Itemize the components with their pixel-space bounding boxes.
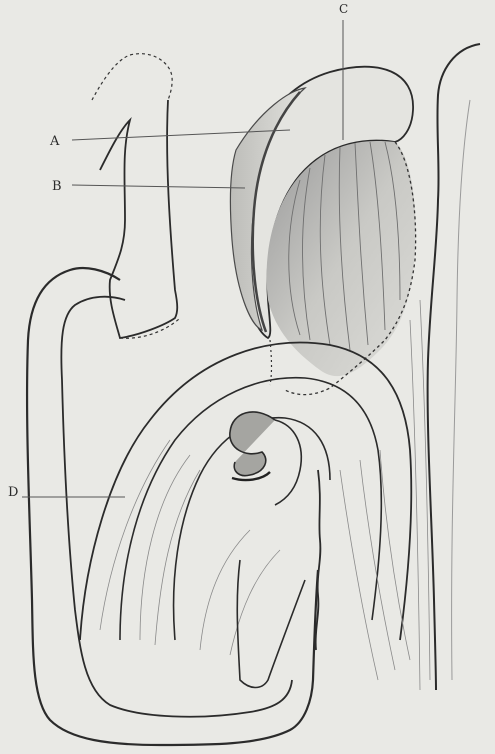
label-a: A xyxy=(50,135,59,148)
left-upper-dotted xyxy=(92,54,172,100)
curl-outer xyxy=(275,420,301,505)
label-c: C xyxy=(339,3,348,15)
label-d: D xyxy=(8,486,18,499)
label-b: B xyxy=(52,180,62,193)
inner-arch-3 xyxy=(174,418,330,640)
right-wavy-edge xyxy=(316,470,321,650)
right-lobe-inner xyxy=(452,100,470,680)
lower-central xyxy=(237,560,305,688)
outer-loop-inner xyxy=(61,297,292,717)
curl-structure xyxy=(230,412,275,476)
outer-loop xyxy=(27,268,318,745)
label-b-pointer xyxy=(72,185,245,188)
dotted-connector xyxy=(270,340,272,385)
right-lobe-outline xyxy=(428,44,480,690)
